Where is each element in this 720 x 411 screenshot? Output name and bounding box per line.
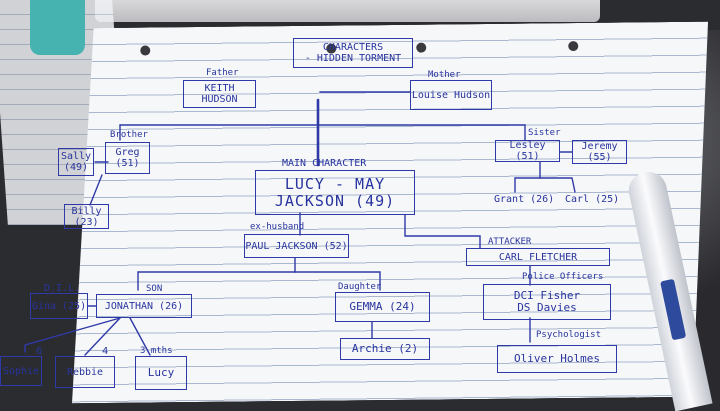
exhusband-box: PAUL JACKSON (52): [244, 234, 349, 258]
sophie-name: Sophie: [2, 365, 40, 377]
greg-box: Greg (51): [105, 142, 150, 174]
exhusband-name: PAUL JACKSON (52): [245, 240, 348, 252]
main-character-box: LUCY - MAY JACKSON (49): [255, 170, 415, 215]
dil-role-label: D.I.L.: [44, 283, 81, 294]
gina-name: Gina (25): [31, 300, 87, 312]
sally-name: Sally (49): [60, 151, 92, 173]
connector-lines: [24, 91, 576, 356]
police-role-label: Police Officers: [522, 272, 604, 282]
title-line-2: - HIDDEN TORMENT: [304, 53, 402, 64]
title-box: CHARACTERS - HIDDEN TORMENT: [293, 38, 413, 68]
laptop-edge: [95, 0, 600, 22]
lucy-small-name: Lucy: [147, 365, 175, 379]
lucy-small-box: Lucy: [135, 356, 187, 390]
gemma-name: GEMMA (24): [349, 299, 416, 313]
brother-role-label: Brother: [110, 130, 148, 140]
daughter-role-label: Daughter: [338, 282, 382, 292]
sophie-age-mark: 6: [36, 346, 43, 357]
exhusband-role-label: ex-husband: [250, 222, 305, 232]
main-character-name: LUCY - MAY JACKSON (49): [274, 175, 396, 210]
mother-name: Louise Hudson: [411, 89, 491, 101]
psychologist-role-label: Psychologist: [536, 330, 602, 340]
police-box: DCI Fisher DS Davies: [483, 284, 611, 320]
jeremy-box: Jeremy (55): [572, 140, 627, 164]
lesley-name: Lesley (51): [509, 140, 546, 162]
police-names: DCI Fisher DS Davies: [513, 288, 581, 314]
son-role-label: SON: [146, 284, 163, 294]
father-name: KEITH HUDSON: [201, 83, 238, 105]
sophie-box: Sophie: [0, 356, 42, 386]
pen-label: [660, 278, 687, 341]
psychologist-name: Oliver Holmes: [513, 351, 601, 365]
attacker-name: CARL FLETCHER: [498, 251, 578, 263]
sister-role-label: Sister: [528, 128, 561, 138]
jonathan-box: JONATHAN (26): [96, 294, 192, 318]
attacker-box: CARL FLETCHER: [466, 248, 610, 266]
lesley-box: Lesley (51): [495, 140, 560, 162]
lucy-small-role-label: 3 mths: [140, 346, 173, 356]
rebbie-age-mark: 4: [102, 346, 109, 357]
grant-name: Grant (26): [494, 194, 555, 205]
archie-name: Archie (2): [351, 341, 419, 355]
teal-object: [30, 0, 85, 55]
billy-name: Billy (23): [71, 205, 102, 228]
main-character-label: MAIN CHARACTER: [282, 158, 367, 169]
rebbie-box: Rebbie: [55, 356, 115, 388]
greg-name: Greg (51): [115, 147, 140, 169]
psychologist-box: Oliver Holmes: [497, 345, 617, 373]
father-box: KEITH HUDSON: [183, 80, 256, 108]
jeremy-name: Jeremy (55): [581, 141, 618, 163]
title-line-1: CHARACTERS: [322, 42, 384, 53]
gemma-box: GEMMA (24): [335, 292, 430, 322]
mother-role-label: Mother: [428, 70, 461, 80]
gina-box: Gina (25): [30, 293, 88, 319]
rebbie-name: Rebbie: [66, 366, 104, 378]
mother-box: Louise Hudson: [410, 80, 492, 110]
attacker-role-label: ATTACKER: [488, 237, 532, 247]
jonathan-name: JONATHAN (26): [104, 300, 184, 312]
sally-box: Sally (49): [58, 148, 94, 176]
billy-box: Billy (23): [64, 204, 109, 229]
father-role-label: Father: [206, 68, 239, 78]
archie-box: Archie (2): [340, 338, 430, 360]
carl-small-name: Carl (25): [565, 194, 620, 205]
